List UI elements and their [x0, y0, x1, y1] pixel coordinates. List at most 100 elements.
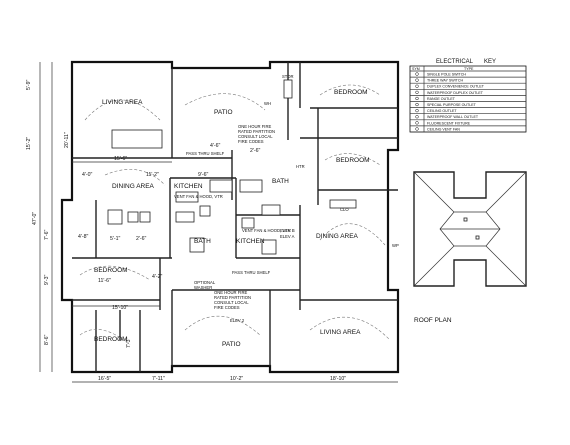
dim-7-11: 7'-11"	[152, 376, 165, 382]
electrical-key-item: WATERPROOF WALL OUTLET	[427, 115, 479, 119]
note-vent-fan-right: VENT FAN & HOOD, VTR	[242, 228, 291, 233]
label-stor: STOR	[282, 74, 294, 79]
electrical-key-symbol-icon	[415, 96, 419, 101]
dim-8-6: 8'-6"	[44, 335, 50, 345]
dim-4-2: 4'-2"	[152, 274, 162, 280]
dim-4-6: 4'-6"	[210, 143, 220, 149]
room-label-bedroom: BEDROOM	[334, 89, 368, 96]
electrical-key: ELECTRICAL KEY SYM TYPE SINGLE POLE SWIT…	[409, 59, 527, 133]
room-label-patio: PATIO	[214, 109, 233, 116]
wiring-arcs	[79, 84, 391, 346]
dim-5-1: 5'-1"	[110, 236, 120, 242]
dim-47-0: 47'-0"	[32, 212, 38, 225]
electrical-key-symbol-icon	[415, 109, 419, 113]
tub-left	[209, 179, 233, 193]
note-fire-partition-bottom-4: FIRE CODES	[214, 305, 240, 310]
label-clo: CLO	[340, 207, 349, 212]
dim-4-0: 4'-0"	[82, 172, 92, 178]
electrical-key-symbol-icon	[415, 121, 419, 125]
electrical-key-sym-header: SYM	[412, 67, 420, 71]
note-optional-washer-2: WASHER	[194, 285, 212, 290]
counter-left	[175, 191, 199, 203]
dimension-labels-left: 5'-9" 15'-2" 47'-0" 7'-6" 9'-3" 8'-6"	[26, 80, 50, 345]
room-label-patio-2: PATIO	[222, 341, 241, 348]
note-elev-b: ELEV B	[280, 228, 295, 233]
plan-notes: ONE HOUR FIRE RATED PARTITION CONSULT LO…	[174, 124, 295, 323]
dim-16-5: 16'-5"	[98, 376, 111, 382]
dimension-labels-bottom: 16'-5" 7'-11" 10'-2" 18'-10"	[98, 376, 346, 382]
note-elev-a: ELEV A	[280, 234, 295, 239]
closet-left	[111, 129, 163, 149]
dim-15-6: 15'-6"	[114, 156, 127, 162]
dim-20-11: 20'-11"	[64, 132, 70, 148]
exterior-walls	[60, 60, 400, 374]
electrical-key-rows: SINGLE POLE SWITCH THREE WAY SWITCH DUPLEX…	[410, 72, 526, 133]
dim-7-6: 7'-6"	[44, 230, 50, 240]
room-label-bath: BATH	[272, 178, 289, 185]
note-pass-thru-shelf-bottom: PASS THRU SHELF	[232, 270, 271, 275]
electrical-key-item: SPECIAL PURPOSE OUTLET	[427, 103, 477, 107]
electrical-key-title-2: KEY	[484, 59, 496, 65]
label-htr: HTR	[296, 164, 305, 169]
note-vent-fan-left: VENT FAN & HOOD, VTR	[174, 194, 223, 199]
dim-4-8: 4'-8"	[78, 234, 88, 240]
fridge-left-2	[139, 211, 151, 223]
dim-11-6: 11'-6"	[98, 278, 111, 284]
room-label-dining-area: DINING AREA	[112, 183, 155, 190]
note-fire-partition-bottom-3: CONSULT LOCAL	[214, 300, 249, 305]
note-fire-partition-top-3: CONSULT LOCAL	[238, 134, 273, 139]
note-fire-partition-top-4: FIRE CODES	[238, 139, 264, 144]
note-optional-washer-1: OPTIONAL	[194, 280, 216, 285]
electrical-key-type-header: TYPE	[464, 67, 474, 71]
note-fire-partition-top-2: RATED PARTITION	[238, 129, 275, 134]
storage-top	[283, 79, 293, 99]
range-right	[241, 217, 255, 229]
electrical-key-item: CEILING VENT FAN	[427, 127, 460, 131]
dim-5-9: 5'-9"	[26, 80, 32, 90]
sink-left	[199, 205, 211, 217]
electrical-key-item: DUPLEX CONVENIENCE OUTLET	[427, 85, 485, 89]
label-wh: WH	[264, 101, 271, 106]
electrical-key-item: SINGLE POLE SWITCH	[427, 73, 466, 77]
small-labels: WH STOR CLO WP HTR	[264, 74, 399, 248]
note-fire-partition-bottom-2: RATED PARTITION	[214, 295, 251, 300]
counter-right	[261, 204, 281, 216]
dim-9-3: 9'-3"	[44, 275, 50, 285]
dimension-labels-misc: 11'-6" 15'-10" 5'-1" 4'-8" 4'-2" 2'-6" 7…	[78, 234, 162, 348]
room-label-dining-area-2: DINING AREA	[316, 233, 359, 240]
dim-15-10: 15'-10"	[112, 305, 128, 311]
interior-walls	[72, 62, 398, 372]
range-left	[175, 211, 195, 223]
label-wp: WP	[392, 243, 399, 248]
dim-2-6: 2'-6"	[250, 148, 260, 154]
toilet-right	[261, 239, 277, 255]
electrical-key-symbol-icon	[415, 72, 419, 76]
dimension-labels-top: 15'-6" 4'-6" 11'-2" 9'-6" 2'-6" 4'-0" 20…	[64, 132, 260, 178]
note-pass-thru-shelf-top: PASS THRU SHELF	[186, 151, 225, 156]
dim-11-2: 11'-2"	[146, 172, 159, 178]
electrical-key-symbol-icon	[415, 90, 419, 94]
electrical-key-symbol-icon	[415, 78, 419, 82]
room-label-kitchen: KITCHEN	[174, 183, 203, 190]
electrical-key-item: WATERPROOF DUPLEX OUTLET	[427, 91, 484, 95]
room-label-bedroom-3: BEDROOM	[94, 267, 128, 274]
dim-15-2: 15'-2"	[26, 137, 32, 150]
appliance-left	[107, 209, 123, 225]
electrical-key-title: ELECTRICAL	[436, 59, 474, 65]
electrical-key-symbol-icon	[415, 127, 419, 131]
electrical-key-symbol-icon	[415, 115, 419, 119]
electrical-key-item: FLUORESCENT FIXTURE	[427, 121, 471, 125]
room-label-kitchen-2: KITCHEN	[236, 238, 265, 245]
fridge-left	[127, 211, 139, 223]
room-label-living-area-2: LIVING AREA	[320, 329, 361, 336]
room-label-bedroom-4: BEDROOM	[94, 336, 128, 343]
room-label-bath-2: BATH	[194, 238, 211, 245]
electrical-key-symbol-icon	[415, 102, 419, 107]
dim-7-3: 7'-3"	[126, 338, 132, 348]
toilet-left	[189, 237, 205, 253]
tub-right	[239, 179, 263, 193]
roof-plan: ROOF PLAN	[413, 171, 527, 324]
electrical-key-item: THREE WAY SWITCH	[427, 79, 463, 83]
